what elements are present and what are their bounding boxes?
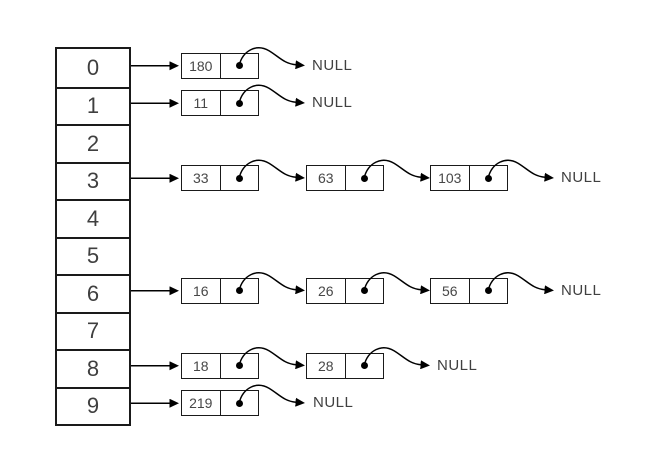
node-value: 11 — [193, 95, 209, 112]
bucket-cell-4: 4 — [57, 199, 129, 237]
node-pointer-cell — [344, 166, 384, 191]
node-pointer-cell — [219, 91, 259, 116]
node-value: 16 — [192, 282, 209, 299]
list-node-103: 103 — [430, 165, 508, 192]
pointer-dot — [235, 362, 243, 370]
list-node-18: 18 — [181, 352, 259, 379]
pointer-dot — [360, 362, 368, 370]
node-pointer-cell — [219, 353, 259, 378]
bucket-index: 6 — [86, 280, 100, 306]
bucket-index: 8 — [86, 355, 100, 381]
list-node-219: 219 — [181, 390, 259, 417]
node-pointer-cell — [219, 278, 259, 303]
null-label-bucket-6: NULL — [561, 281, 602, 299]
node-value: 28 — [317, 357, 334, 374]
pointer-dot — [235, 99, 243, 107]
bucket-index: 7 — [86, 318, 100, 344]
bucket-cell-3: 3 — [57, 161, 129, 200]
node-pointer-cell — [344, 278, 384, 303]
node-value: 26 — [317, 282, 334, 299]
pointer-dot — [235, 287, 243, 295]
null-label-bucket-1: NULL — [312, 94, 353, 112]
node-pointer-cell — [219, 53, 259, 78]
node-pointer-cell — [344, 353, 384, 378]
bucket-cell-1: 1 — [57, 86, 129, 125]
null-label-bucket-0: NULL — [312, 56, 353, 74]
list-node-63: 63 — [306, 165, 384, 192]
bucket-cell-5: 5 — [57, 236, 129, 275]
bucket-cell-6: 6 — [57, 274, 129, 312]
bucket-cell-7: 7 — [57, 311, 129, 350]
bucket-index: 9 — [86, 393, 100, 419]
list-node-180: 180 — [181, 52, 259, 79]
bucket-index: 4 — [86, 205, 100, 231]
node-pointer-cell — [468, 278, 508, 303]
node-value: 56 — [441, 282, 458, 299]
pointer-dot — [235, 62, 243, 70]
pointer-dot — [235, 174, 243, 182]
pointer-dot — [235, 399, 243, 407]
bucket-index: 0 — [86, 54, 100, 80]
bucket-index: 5 — [86, 243, 100, 269]
null-label-bucket-3: NULL — [561, 169, 602, 187]
node-pointer-cell — [468, 166, 508, 191]
list-node-16: 16 — [181, 277, 259, 304]
pointer-dot — [360, 287, 368, 295]
pointer-dot — [360, 174, 368, 182]
bucket-index: 1 — [86, 93, 100, 119]
null-label-bucket-9: NULL — [313, 394, 354, 412]
node-value: 219 — [189, 395, 213, 412]
pointer-dot — [484, 287, 492, 295]
node-value: 180 — [189, 57, 213, 74]
bucket-cell-8: 8 — [57, 349, 129, 387]
bucket-index: 3 — [86, 168, 100, 194]
null-label-bucket-8: NULL — [437, 356, 478, 374]
list-node-28: 28 — [306, 352, 384, 379]
bucket-index: 2 — [86, 130, 100, 156]
node-pointer-cell — [219, 391, 259, 416]
node-value: 18 — [192, 357, 209, 374]
node-value: 63 — [317, 170, 334, 187]
bucket-cell-9: 9 — [57, 386, 129, 425]
list-node-33: 33 — [181, 165, 259, 192]
bucket-array: 0 1 2 3 4 5 6 7 8 9 — [55, 47, 131, 426]
node-value: 103 — [438, 170, 462, 187]
bucket-cell-2: 2 — [57, 124, 129, 162]
node-value: 33 — [192, 170, 209, 187]
list-node-11: 11 — [181, 90, 259, 117]
node-pointer-cell — [219, 166, 259, 191]
pointer-dot — [484, 174, 492, 182]
list-node-56: 56 — [430, 277, 508, 304]
list-node-26: 26 — [306, 277, 384, 304]
bucket-cell-0: 0 — [57, 49, 129, 87]
